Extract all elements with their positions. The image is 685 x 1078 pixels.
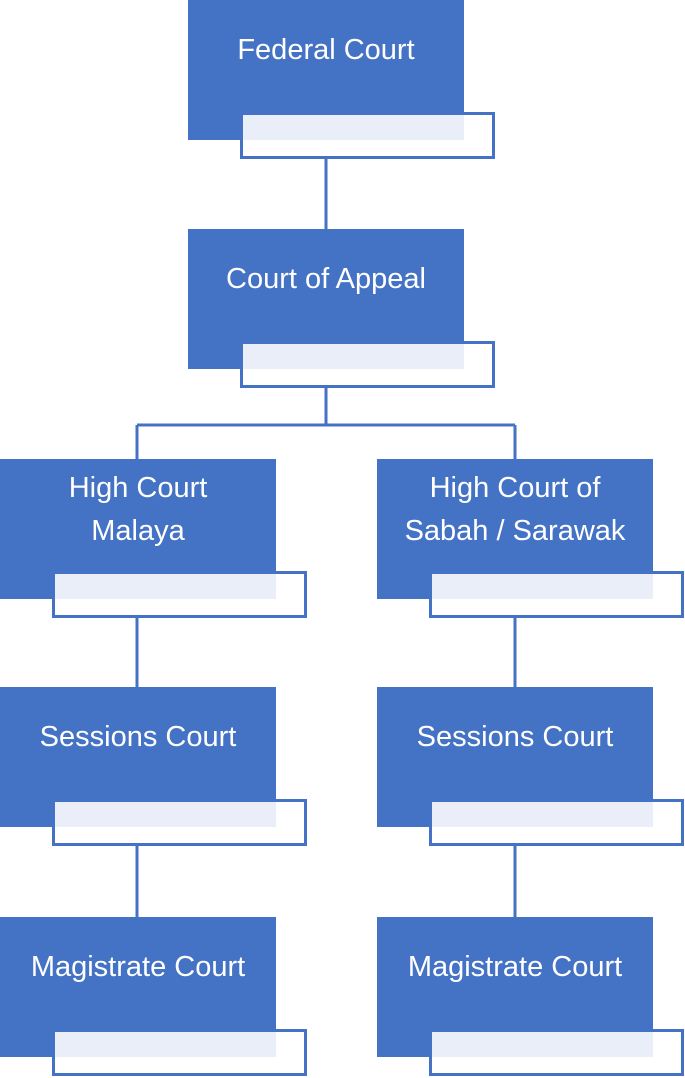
federal-court-sub-box [240, 112, 495, 159]
high-court-malaya-sub-box [52, 571, 307, 618]
sessions-court-right-sub-box [429, 799, 684, 846]
magistrate-court-left-sub-box [52, 1029, 307, 1076]
high-court-sabah-sarawak-sub-box [429, 571, 684, 618]
court-of-appeal-sub-box [240, 341, 495, 388]
magistrate-court-right-sub-box [429, 1029, 684, 1076]
sessions-court-left-sub-box [52, 799, 307, 846]
